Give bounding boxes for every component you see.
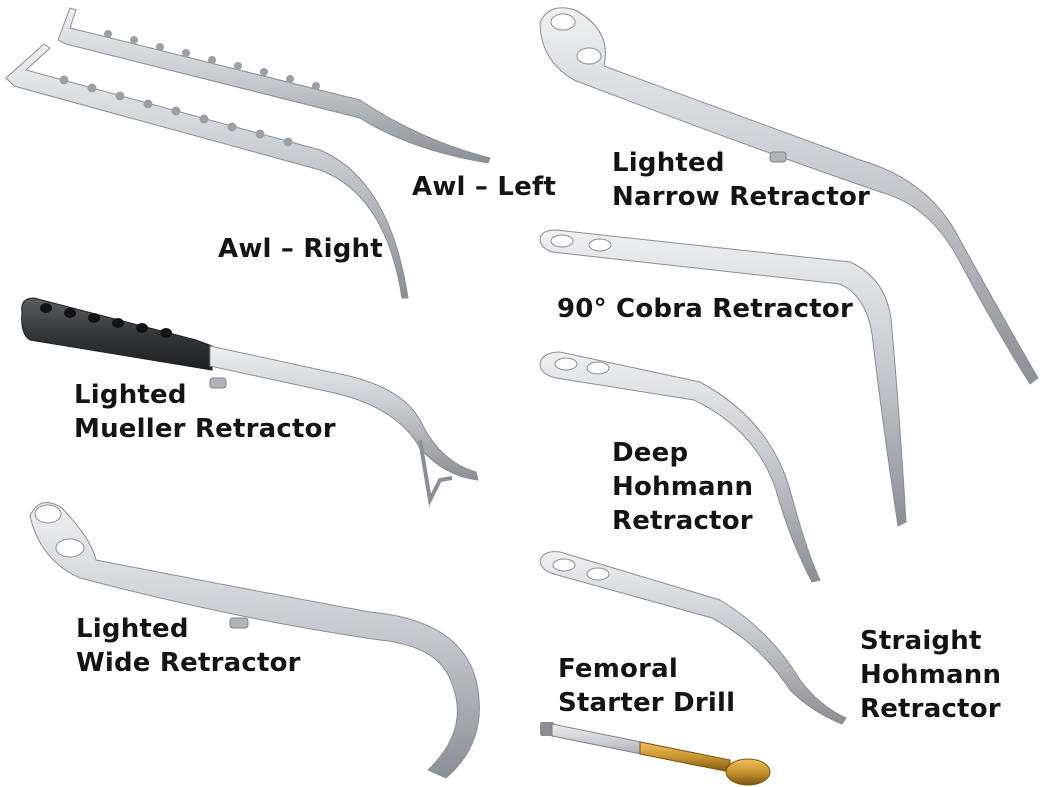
label-line: Deep bbox=[612, 438, 689, 468]
straight-hohmann-retractor-instrument bbox=[539, 551, 847, 725]
label-cobra-retractor: 90° Cobra Retractor bbox=[557, 292, 853, 326]
label-lighted-wide-retractor: Lighted Wide Retractor bbox=[76, 612, 301, 680]
cobra-retractor-instrument bbox=[539, 229, 907, 527]
label-deep-hohmann-retractor: Deep Hohmann Retractor bbox=[612, 436, 753, 538]
label-line: Mueller Retractor bbox=[74, 414, 336, 444]
lighted-narrow-retractor-instrument bbox=[539, 7, 1039, 385]
label-line: 90° Cobra Retractor bbox=[557, 294, 853, 324]
awl-right-instrument bbox=[5, 43, 409, 299]
lighted-wide-retractor-instrument bbox=[29, 502, 480, 779]
label-line: Lighted bbox=[76, 614, 189, 644]
label-femoral-starter-drill: Femoral Starter Drill bbox=[558, 652, 735, 720]
label-line: Awl – Left bbox=[412, 172, 557, 202]
label-line: Straight bbox=[860, 626, 982, 656]
label-line: Lighted bbox=[612, 148, 725, 178]
awl-left-instrument bbox=[57, 7, 491, 164]
label-line: Hohmann bbox=[612, 472, 754, 502]
label-awl-left: Awl – Left bbox=[412, 170, 556, 204]
label-awl-right: Awl – Right bbox=[218, 232, 383, 266]
label-lighted-narrow-retractor: Lighted Narrow Retractor bbox=[612, 146, 870, 214]
label-line: Wide Retractor bbox=[76, 648, 301, 678]
label-line: Retractor bbox=[860, 694, 1001, 724]
lighted-mueller-retractor-instrument bbox=[21, 297, 479, 507]
deep-hohmann-retractor-instrument bbox=[539, 351, 821, 583]
label-straight-hohmann-retractor: Straight Hohmann Retractor bbox=[860, 624, 1001, 726]
femoral-starter-drill-instrument bbox=[540, 722, 771, 786]
label-line: Awl – Right bbox=[218, 234, 383, 264]
label-line: Femoral bbox=[558, 654, 678, 684]
label-lighted-mueller-retractor: Lighted Mueller Retractor bbox=[74, 378, 336, 446]
label-line: Lighted bbox=[74, 380, 187, 410]
label-line: Retractor bbox=[612, 506, 753, 536]
label-line: Narrow Retractor bbox=[612, 182, 871, 212]
label-line: Starter Drill bbox=[558, 688, 736, 718]
label-line: Hohmann bbox=[860, 660, 1002, 690]
